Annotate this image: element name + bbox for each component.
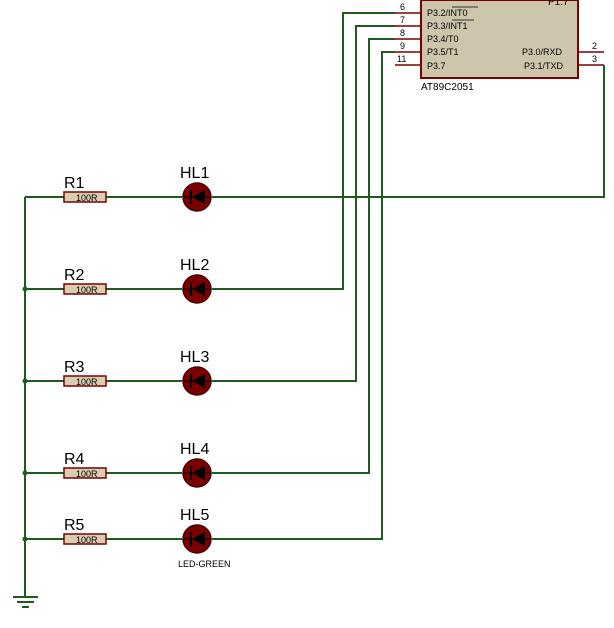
mcu-part-label: AT89C2051 <box>421 82 474 93</box>
led-ref: HL1 <box>180 165 209 182</box>
led-ref: HL4 <box>180 441 209 458</box>
mcu-pin-6[interactable]: 6 P3.2/INT0 <box>395 2 478 18</box>
pin-number: 9 <box>400 41 405 51</box>
mcu-top-pin-label: P1.7 <box>548 0 569 8</box>
resistor-value: 100R <box>76 285 98 295</box>
route-hl3-p33 <box>212 25 395 382</box>
resistor-body <box>63 375 107 387</box>
resistor-r3[interactable]: R3 100R <box>63 359 107 387</box>
mcu-pin-11[interactable]: 11 P3.7 <box>395 54 446 71</box>
resistor-body <box>63 283 107 295</box>
resistor-body <box>63 191 107 203</box>
pin-name: P3.0/RXD <box>522 47 563 57</box>
pin-number: 7 <box>400 15 405 25</box>
resistor-value: 100R <box>76 469 98 479</box>
ground-symbol <box>13 596 38 608</box>
led-hl3[interactable]: HL3 <box>180 349 212 396</box>
led-hl4[interactable]: HL4 <box>180 441 212 488</box>
resistor-body <box>63 467 107 479</box>
resistor-ref: R4 <box>64 451 85 468</box>
mcu-pin-9[interactable]: 9 P3.5/T1 <box>395 41 459 57</box>
pin-name: P3.2/INT0 <box>427 8 468 18</box>
mcu-chip[interactable]: P1.7 AT89C2051 6 P3.2/INT0 7 P3.3/INT1 8… <box>395 0 604 93</box>
pin-name: P3.7 <box>427 61 446 71</box>
resistor-value: 100R <box>76 193 98 203</box>
junction-dot <box>22 470 28 476</box>
mcu-pin-2[interactable]: 2 P3.0/RXD <box>522 41 604 57</box>
led-ref: HL3 <box>180 349 209 366</box>
resistor-ref: R2 <box>64 267 85 284</box>
pin-number: 3 <box>592 54 597 64</box>
resistor-r1[interactable]: R1 100R <box>63 175 107 203</box>
wiring <box>13 12 605 608</box>
junction-dot <box>22 286 28 292</box>
mcu-pin-7[interactable]: 7 P3.3/INT1 <box>395 15 474 31</box>
pin-number: 8 <box>400 28 405 38</box>
pin-name: P3.3/INT1 <box>427 21 468 31</box>
led-ref: HL2 <box>180 257 209 274</box>
mcu-pin-8[interactable]: 8 P3.4/T0 <box>395 28 459 44</box>
junction-dot <box>22 536 28 542</box>
pin-name: P3.1/TXD <box>524 61 564 71</box>
route-hl1-p31 <box>212 65 605 198</box>
led-hl5[interactable]: HL5 LED-GREEN <box>178 507 231 569</box>
resistor-r2[interactable]: R2 100R <box>63 267 107 295</box>
resistor-value: 100R <box>76 377 98 387</box>
pin-name: P3.5/T1 <box>427 47 459 57</box>
junction-dot <box>22 378 28 384</box>
route-hl5-p35 <box>212 51 395 540</box>
pin-number: 2 <box>592 41 597 51</box>
resistor-body <box>63 533 107 545</box>
resistor-r5[interactable]: R5 100R <box>63 517 107 545</box>
led-ref: HL5 <box>180 507 209 524</box>
resistor-r4[interactable]: R4 100R <box>63 451 107 479</box>
pin-number: 11 <box>397 54 406 64</box>
resistor-ref: R5 <box>64 517 85 534</box>
led-hl2[interactable]: HL2 <box>180 257 212 304</box>
mcu-pin-3[interactable]: 3 P3.1/TXD <box>524 54 604 71</box>
pin-number: 6 <box>400 2 405 12</box>
led-part-label: LED-GREEN <box>178 559 231 569</box>
route-hl2-p32 <box>212 12 395 290</box>
route-hl4-p34 <box>212 38 395 474</box>
pin-name: P3.4/T0 <box>427 34 459 44</box>
led-hl1[interactable]: HL1 <box>180 165 212 212</box>
resistor-value: 100R <box>76 535 98 545</box>
resistor-ref: R3 <box>64 359 85 376</box>
resistor-ref: R1 <box>64 175 85 192</box>
